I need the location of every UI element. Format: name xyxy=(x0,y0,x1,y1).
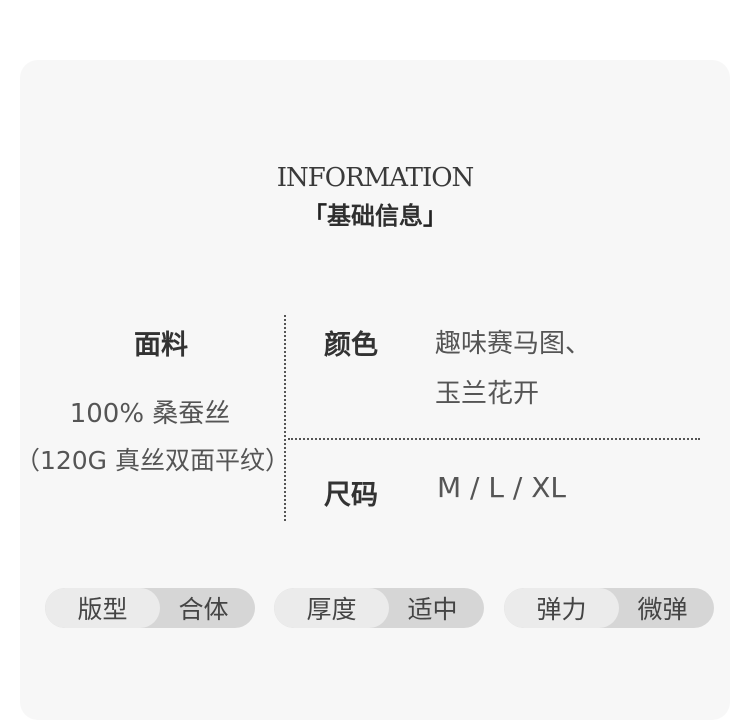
attribute-elasticity-value: 微弹 xyxy=(637,595,688,624)
bracket-close: 」 xyxy=(423,202,447,230)
attribute-fit-label: 版型 xyxy=(45,588,160,628)
title-chinese-text: 基础信息 xyxy=(327,202,423,230)
size-value: M / L / XL xyxy=(437,471,567,504)
fabric-value-line2: （120G 真丝双面平纹） xyxy=(14,446,291,475)
vertical-divider xyxy=(284,315,286,521)
horizontal-divider xyxy=(288,438,700,440)
attribute-thickness: 厚度 适中 xyxy=(274,588,484,628)
color-value-line1: 趣味赛马图、 xyxy=(435,329,592,359)
title-english: INFORMATION xyxy=(276,163,475,193)
attribute-fit-value: 合体 xyxy=(178,595,229,624)
color-value-line2: 玉兰花开 xyxy=(435,379,540,409)
attribute-thickness-label: 厚度 xyxy=(274,588,389,628)
attribute-elasticity-label: 弹力 xyxy=(504,588,619,628)
bracket-open: 「 xyxy=(303,202,327,230)
fabric-value-line1: 100% 桑蚕丝 xyxy=(69,399,231,429)
size-label: 尺码 xyxy=(324,480,378,511)
color-label: 颜色 xyxy=(324,330,378,361)
title-chinese: 「基础信息」 xyxy=(0,196,750,231)
attribute-thickness-value: 适中 xyxy=(407,595,458,624)
fabric-label: 面料 xyxy=(134,330,188,361)
attribute-elasticity: 弹力 微弹 xyxy=(504,588,714,628)
attribute-fit: 版型 合体 xyxy=(45,588,255,628)
